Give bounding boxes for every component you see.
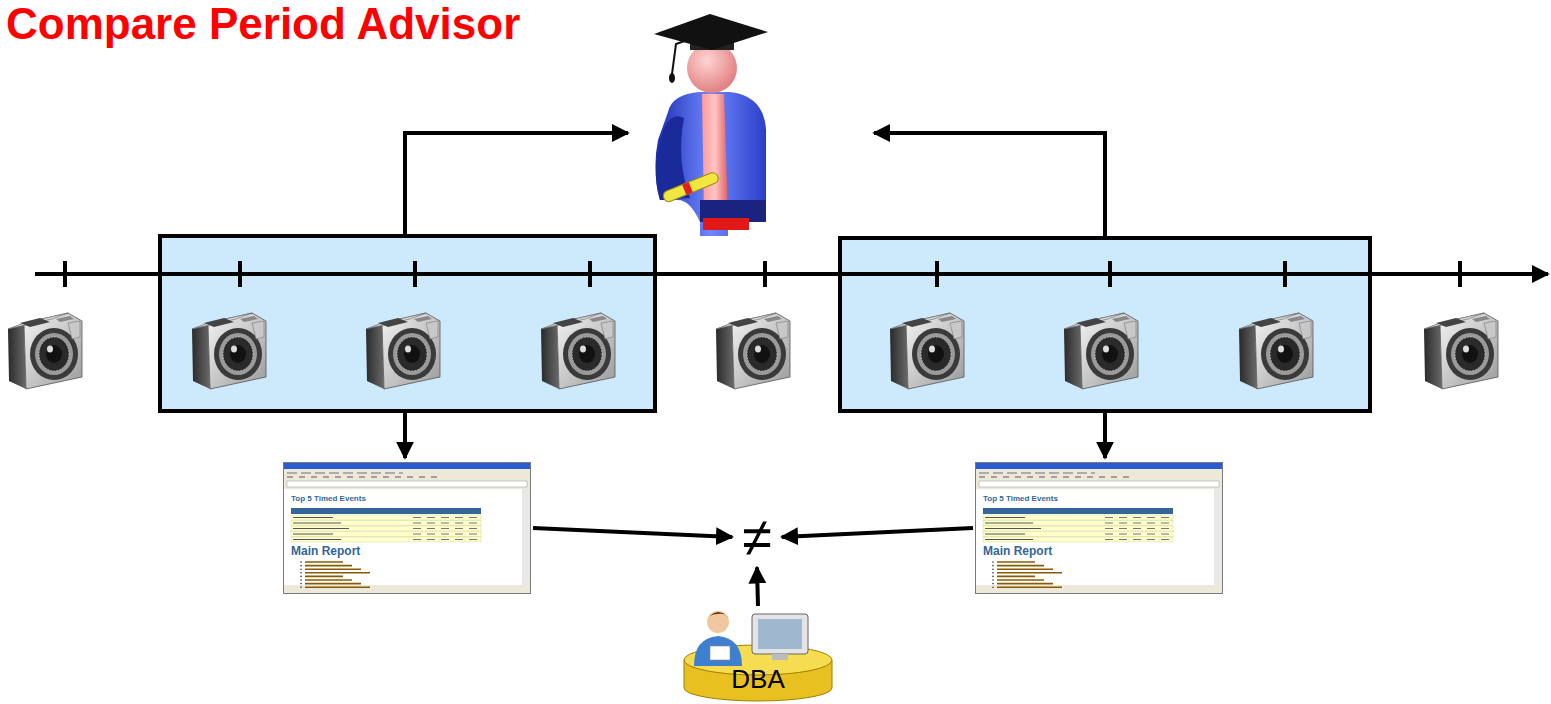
advisor-figure: [654, 14, 768, 236]
report-screenshot: Top 5 Timed EventsMain Report: [283, 462, 531, 594]
period-box: [840, 238, 1370, 411]
advisor-arrow: [874, 133, 1105, 238]
report-arrow: [403, 413, 407, 458]
title: Compare Period Advisor: [6, 0, 520, 48]
role-label: DBA: [680, 664, 836, 695]
timeline: [35, 272, 1548, 276]
snapshot-cameras: [8, 313, 1498, 389]
browser-window: [975, 462, 1223, 594]
dba-icon: DBA: [680, 608, 836, 702]
report-section: Main Report: [291, 544, 525, 558]
browser-window: [283, 462, 531, 594]
report-screenshot: Top 5 Timed EventsMain Report: [975, 462, 1223, 594]
report-heading: Top 5 Timed Events: [291, 494, 525, 504]
advisor-arrow: [405, 133, 628, 236]
connector-arrow: [533, 528, 732, 537]
not-equal-symbol: ≠: [742, 509, 772, 566]
report-arrow: [1103, 413, 1107, 458]
timeline-ticks: [65, 261, 1460, 287]
not-equal-sign: ≠: [734, 509, 780, 566]
report-heading: Top 5 Timed Events: [983, 494, 1217, 504]
connector-arrow: [782, 528, 973, 537]
report-section: Main Report: [983, 544, 1217, 558]
period-box: [160, 236, 655, 411]
connector-arrow: [757, 567, 758, 606]
